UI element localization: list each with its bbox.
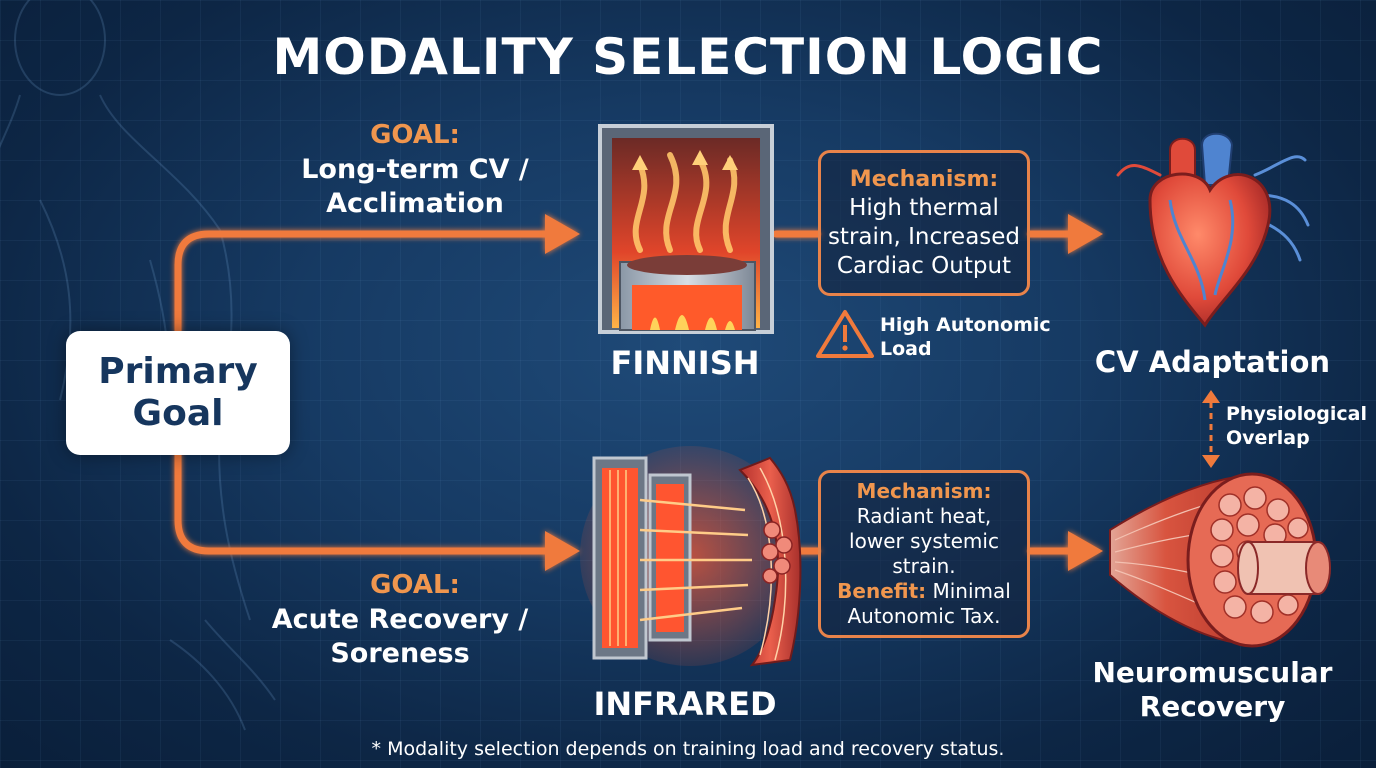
infrared-label: INFRARED <box>593 685 777 723</box>
top-branch-connector <box>174 230 552 335</box>
warning-line2: Load <box>880 338 932 360</box>
arrowhead-to-finnish <box>545 214 580 254</box>
primary-goal-box: Primary Goal <box>66 331 290 455</box>
finnish-label: FINNISH <box>610 344 760 382</box>
benefit-text1: Minimal <box>926 579 1011 603</box>
benefit-line: Benefit: Minimal <box>837 579 1011 604</box>
top-goal-text: Long-term CV / Acclimation <box>270 153 560 221</box>
warning-text: High Autonomic Load <box>880 313 1060 361</box>
primary-goal-line2: Goal <box>132 393 224 434</box>
overlap-line1: Physiological <box>1226 403 1367 425</box>
bottom-mechanism-title: Mechanism: <box>856 479 992 503</box>
top-mechanism-line3: Cardiac Output <box>836 252 1012 279</box>
bottom-goal-text: Acute Recovery / Soreness <box>255 603 545 671</box>
bottom-goal-line2: Soreness <box>330 638 470 669</box>
top-mechanism-line2: strain, Increased <box>827 223 1021 250</box>
overlap-arrow-up <box>1202 390 1220 403</box>
page-title: MODALITY SELECTION LOGIC <box>272 28 1104 86</box>
neuromuscular-recovery-label: Neuromuscular Recovery <box>1090 656 1335 724</box>
arrowhead-to-cv <box>1068 214 1103 254</box>
bottom-goal-label: GOAL: <box>370 570 460 600</box>
overlap-text: Physiological Overlap <box>1226 402 1376 450</box>
overlap-arrow-down <box>1202 455 1220 468</box>
neuro-line2: Recovery <box>1139 690 1286 723</box>
bottom-branch-connector <box>174 451 552 555</box>
top-goal-label: GOAL: <box>370 120 460 150</box>
top-mechanism-line1: High thermal <box>849 194 999 221</box>
benefit-label: Benefit: <box>837 579 927 603</box>
top-mechanism-title: Mechanism: <box>849 166 999 192</box>
bottom-goal-line1: Acute Recovery / <box>271 604 529 635</box>
primary-goal-line1: Primary <box>98 351 258 392</box>
bottom-mechanism-line3: strain. <box>892 554 956 578</box>
cv-adaptation-label: CV Adaptation <box>1094 345 1331 379</box>
neuro-line1: Neuromuscular <box>1092 656 1333 689</box>
overlap-line2: Overlap <box>1226 427 1310 449</box>
warning-line1: High Autonomic <box>880 314 1051 336</box>
bottom-mechanism-line1: Radiant heat, <box>856 504 992 528</box>
top-mechanism-box: Mechanism: High thermal strain, Increase… <box>818 150 1030 296</box>
benefit-text2: Autonomic Tax. <box>847 604 1001 628</box>
bottom-mechanism-line2: lower systemic <box>849 529 999 553</box>
arrowhead-to-infrared <box>545 531 580 571</box>
arrowhead-to-neuro <box>1068 531 1103 571</box>
bottom-mechanism-box: Mechanism: Radiant heat, lower systemic … <box>818 470 1030 638</box>
footnote: * Modality selection depends on training… <box>371 738 1005 760</box>
top-goal-line1: Long-term CV / <box>301 154 529 185</box>
top-goal-line2: Acclimation <box>326 188 504 219</box>
